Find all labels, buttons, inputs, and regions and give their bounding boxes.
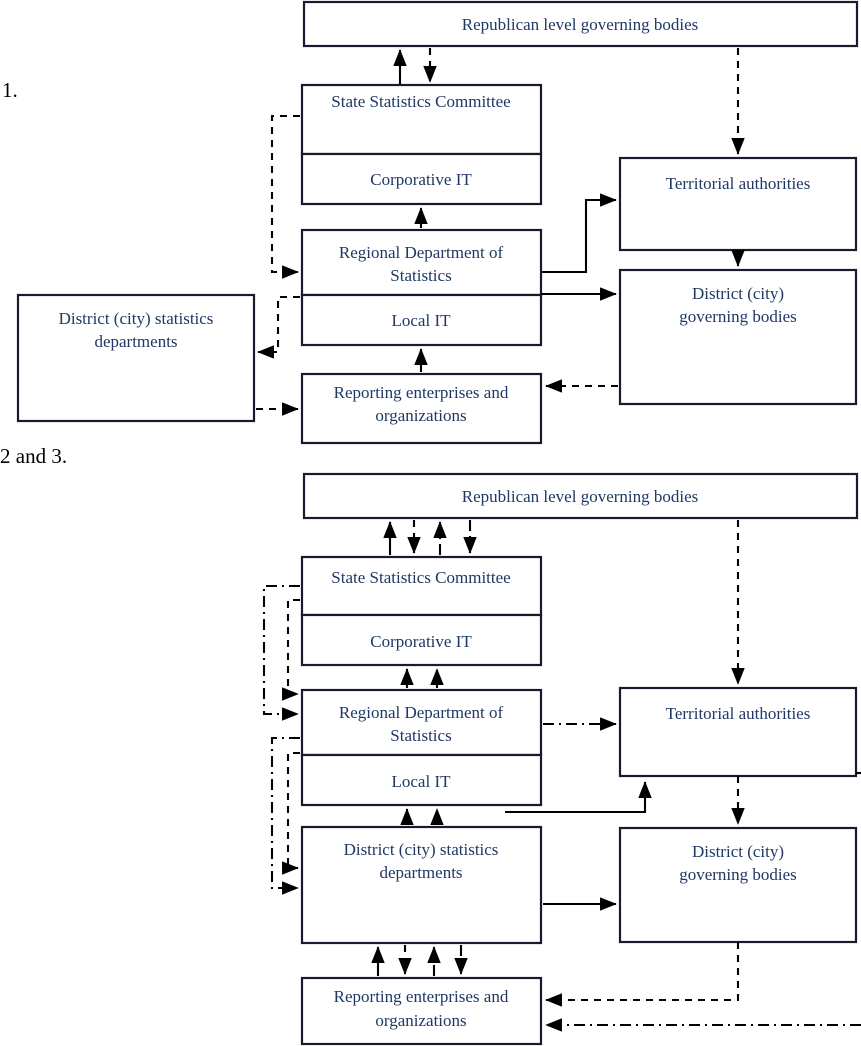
node-republican-bottom[interactable]: Republican level governing bodies: [302, 472, 859, 520]
node-state-committee-bottom-label: State Statistics Committee: [331, 568, 510, 587]
node-reporting-top[interactable]: Reporting enterprises and organizations: [300, 372, 543, 445]
node-reporting-bottom-label-line2: organizations: [375, 1011, 466, 1030]
edge-districtgov-to-reporting-bottom: [545, 942, 740, 1007]
section-label-2-and-3: 2 and 3.: [0, 444, 68, 468]
diagram-top: Republican level governing bodies State …: [16, 0, 859, 445]
edge-regional-to-districtstats-dashdot-feedback-bottom: [270, 736, 300, 895]
node-reporting-top-label-line1: Reporting enterprises and: [334, 383, 509, 402]
edge-state-to-regional-dashed-feedback-bottom: [282, 598, 300, 701]
node-republican-top[interactable]: Republican level governing bodies: [302, 0, 859, 48]
edge-districtstats-to-territorial-bottom: [505, 781, 652, 814]
node-local-it-top-label: Local IT: [392, 311, 452, 330]
edge-state-to-regional-feedback-top: [270, 114, 300, 279]
node-district-stats-bottom[interactable]: District (city) statistics departments: [300, 825, 543, 945]
node-district-gov-bottom[interactable]: District (city) governing bodies: [618, 826, 858, 944]
node-republican-bottom-label: Republican level governing bodies: [462, 487, 699, 506]
node-reporting-bottom[interactable]: Reporting enterprises and organizations: [300, 976, 543, 1046]
node-district-stats-top-label-line2: departments: [94, 332, 177, 351]
node-territorial-bottom[interactable]: Territorial authorities: [618, 686, 858, 778]
node-district-stats-bottom-label-line1: District (city) statistics: [344, 840, 499, 859]
edge-state-to-regional-dashdot-feedback-bottom: [262, 584, 300, 721]
node-corporative-it-bottom-label: Corporative IT: [370, 632, 472, 651]
section-label-1: 1.: [2, 78, 18, 102]
node-regional-dept-bottom[interactable]: Regional Department of Statistics: [300, 688, 543, 757]
node-district-gov-bottom-label-line1: District (city): [692, 842, 784, 861]
node-corporative-it-top[interactable]: Corporative IT: [300, 152, 543, 206]
node-corporative-it-bottom[interactable]: Corporative IT: [300, 613, 543, 667]
node-state-committee-top-label: State Statistics Committee: [331, 92, 510, 111]
node-district-gov-bottom-label-line2: governing bodies: [679, 865, 797, 884]
node-reporting-bottom-label-line1: Reporting enterprises and: [334, 987, 509, 1006]
edge-localit-to-districtstats-dashed-feedback-bottom: [282, 751, 300, 875]
edge-regional-to-territorial-top: [541, 193, 617, 274]
node-district-stats-top[interactable]: District (city) statistics departments: [16, 293, 256, 423]
node-territorial-bottom-label: Territorial authorities: [666, 704, 811, 723]
node-reporting-top-label-line2: organizations: [375, 406, 466, 425]
node-state-committee-top[interactable]: State Statistics Committee: [300, 83, 543, 156]
node-regional-dept-top-label-line1: Regional Department of: [339, 243, 504, 262]
node-district-gov-top[interactable]: District (city) governing bodies: [618, 268, 858, 406]
node-district-stats-bottom-label-line2: departments: [379, 863, 462, 882]
diagram-bottom: Republican level governing bodies State …: [262, 472, 861, 1046]
edge-localit-to-districtstats-feedback-top: [257, 295, 300, 359]
node-territorial-top[interactable]: Territorial authorities: [618, 156, 858, 252]
node-republican-top-label: Republican level governing bodies: [462, 15, 699, 34]
node-district-stats-top-label-line1: District (city) statistics: [59, 309, 214, 328]
node-local-it-top[interactable]: Local IT: [300, 293, 543, 347]
node-local-it-bottom-label: Local IT: [392, 772, 452, 791]
node-local-it-bottom[interactable]: Local IT: [300, 753, 543, 807]
node-district-gov-top-label-line1: District (city): [692, 284, 784, 303]
node-regional-dept-bottom-label-line1: Regional Department of: [339, 703, 504, 722]
node-corporative-it-top-label: Corporative IT: [370, 170, 472, 189]
node-regional-dept-top[interactable]: Regional Department of Statistics: [300, 228, 543, 297]
node-regional-dept-top-label-line2: Statistics: [390, 266, 451, 285]
node-territorial-top-label: Territorial authorities: [666, 174, 811, 193]
node-district-gov-top-label-line2: governing bodies: [679, 307, 797, 326]
node-regional-dept-bottom-label-line2: Statistics: [390, 726, 451, 745]
node-state-committee-bottom[interactable]: State Statistics Committee: [300, 555, 543, 617]
